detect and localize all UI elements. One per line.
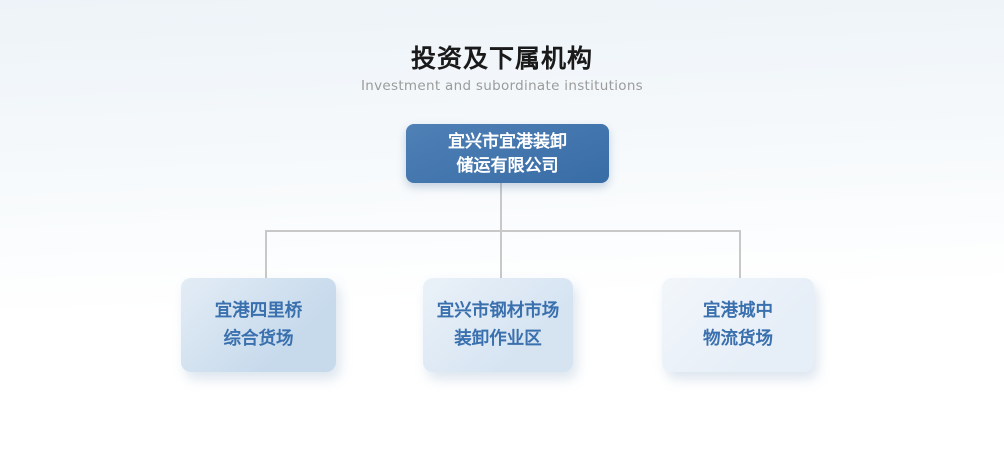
- org-node-child-2-line2: 装卸作业区: [454, 329, 542, 349]
- connector-middle-vertical: [500, 231, 502, 278]
- org-node-child-1-line2: 综合货场: [223, 329, 294, 349]
- org-node-child-1-line1: 宜港四里桥: [214, 301, 303, 321]
- org-node-child-3-line2: 物流货场: [703, 329, 773, 349]
- org-node-child-3-line1: 宜港城中: [703, 301, 773, 321]
- page-title: 投资及下属机构: [410, 44, 593, 73]
- org-node-root-line2: 储运有限公司: [456, 155, 559, 176]
- org-node-root: 宜兴市宜港装卸 储运有限公司: [406, 124, 609, 183]
- page-subtitle: Investment and subordinate institutions: [360, 78, 644, 94]
- org-node-child-2: 宜兴市钢材市场 装卸作业区: [423, 278, 573, 372]
- org-node-child-1: 宜港四里桥 综合货场: [181, 278, 336, 372]
- org-node-child-2-line1: 宜兴市钢材市场: [436, 301, 560, 321]
- connector-horizontal: [265, 230, 741, 232]
- org-node-root-line1: 宜兴市宜港装卸: [448, 131, 567, 152]
- connector-left-vertical: [265, 231, 267, 278]
- connector-root-vertical: [500, 183, 502, 231]
- page-header: 投资及下属机构 Investment and subordinate insti…: [0, 44, 1004, 94]
- connector-right-vertical: [739, 231, 741, 278]
- org-node-child-3: 宜港城中 物流货场: [662, 278, 814, 372]
